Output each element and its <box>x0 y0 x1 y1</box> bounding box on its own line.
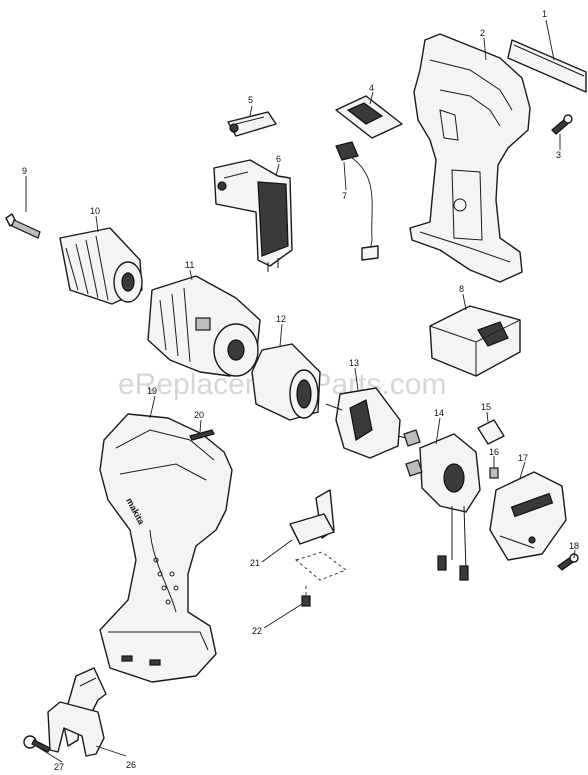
callout-26: 26 <box>126 760 136 770</box>
part-4-switch-plate[interactable] <box>335 95 403 139</box>
callout-20: 20 <box>194 410 204 420</box>
callout-12: 12 <box>276 314 286 324</box>
part-18-screw[interactable] <box>557 553 579 571</box>
part-8-controller[interactable] <box>429 305 521 377</box>
part-3-screw[interactable] <box>551 114 573 135</box>
callout-15: 15 <box>481 402 491 412</box>
part-16-carbon-brush[interactable] <box>489 467 499 479</box>
callout-8: 8 <box>459 284 464 294</box>
callout-1: 1 <box>542 9 547 19</box>
part-22-screw[interactable] <box>301 586 311 607</box>
part-20-clip[interactable] <box>189 429 215 441</box>
callout-10: 10 <box>90 206 100 216</box>
callout-17: 17 <box>518 453 528 463</box>
leader-lines <box>25 19 576 763</box>
part-1-nameplate[interactable] <box>507 39 587 93</box>
callout-5: 5 <box>248 95 253 105</box>
callout-18: 18 <box>569 541 579 551</box>
callout-13: 13 <box>349 358 359 368</box>
callout-9: 9 <box>22 166 27 176</box>
callout-6: 6 <box>276 154 281 164</box>
callout-11: 11 <box>185 260 194 270</box>
callout-27: 27 <box>54 762 64 772</box>
part-6-switch[interactable] <box>213 159 293 272</box>
callout-16: 16 <box>489 447 499 457</box>
part-9-bolt[interactable] <box>5 213 41 239</box>
callout-19: 19 <box>147 386 157 396</box>
part-7-led-wire[interactable] <box>335 141 379 261</box>
callout-14: 14 <box>434 408 444 418</box>
callout-22: 22 <box>252 626 262 636</box>
part-14-brush-holder[interactable] <box>403 429 481 581</box>
callout-4: 4 <box>369 83 374 93</box>
part-5-trigger-knob[interactable] <box>227 111 277 137</box>
callout-3: 3 <box>556 150 561 160</box>
callout-labels: 1 2 3 4 5 6 7 8 9 10 11 12 13 14 15 16 1… <box>22 9 579 772</box>
part-10-keyless-chuck[interactable] <box>59 227 143 305</box>
part-17-rear-cover[interactable] <box>489 471 567 561</box>
part-13-armature[interactable] <box>325 387 415 459</box>
part-27-screw[interactable] <box>23 735 51 753</box>
part-12-stator[interactable] <box>251 343 321 421</box>
callout-21: 21 <box>250 558 260 568</box>
part-21-bracket[interactable] <box>289 489 348 581</box>
part-19-housing-left[interactable]: makita <box>99 413 233 683</box>
part-11-gear-assembly[interactable] <box>147 275 261 377</box>
part-2-housing-right[interactable] <box>409 33 531 283</box>
callout-7: 7 <box>342 191 347 201</box>
callout-2: 2 <box>480 28 485 38</box>
part-26-belt-clip[interactable] <box>47 667 107 757</box>
part-15-brush-clip[interactable] <box>477 419 505 445</box>
